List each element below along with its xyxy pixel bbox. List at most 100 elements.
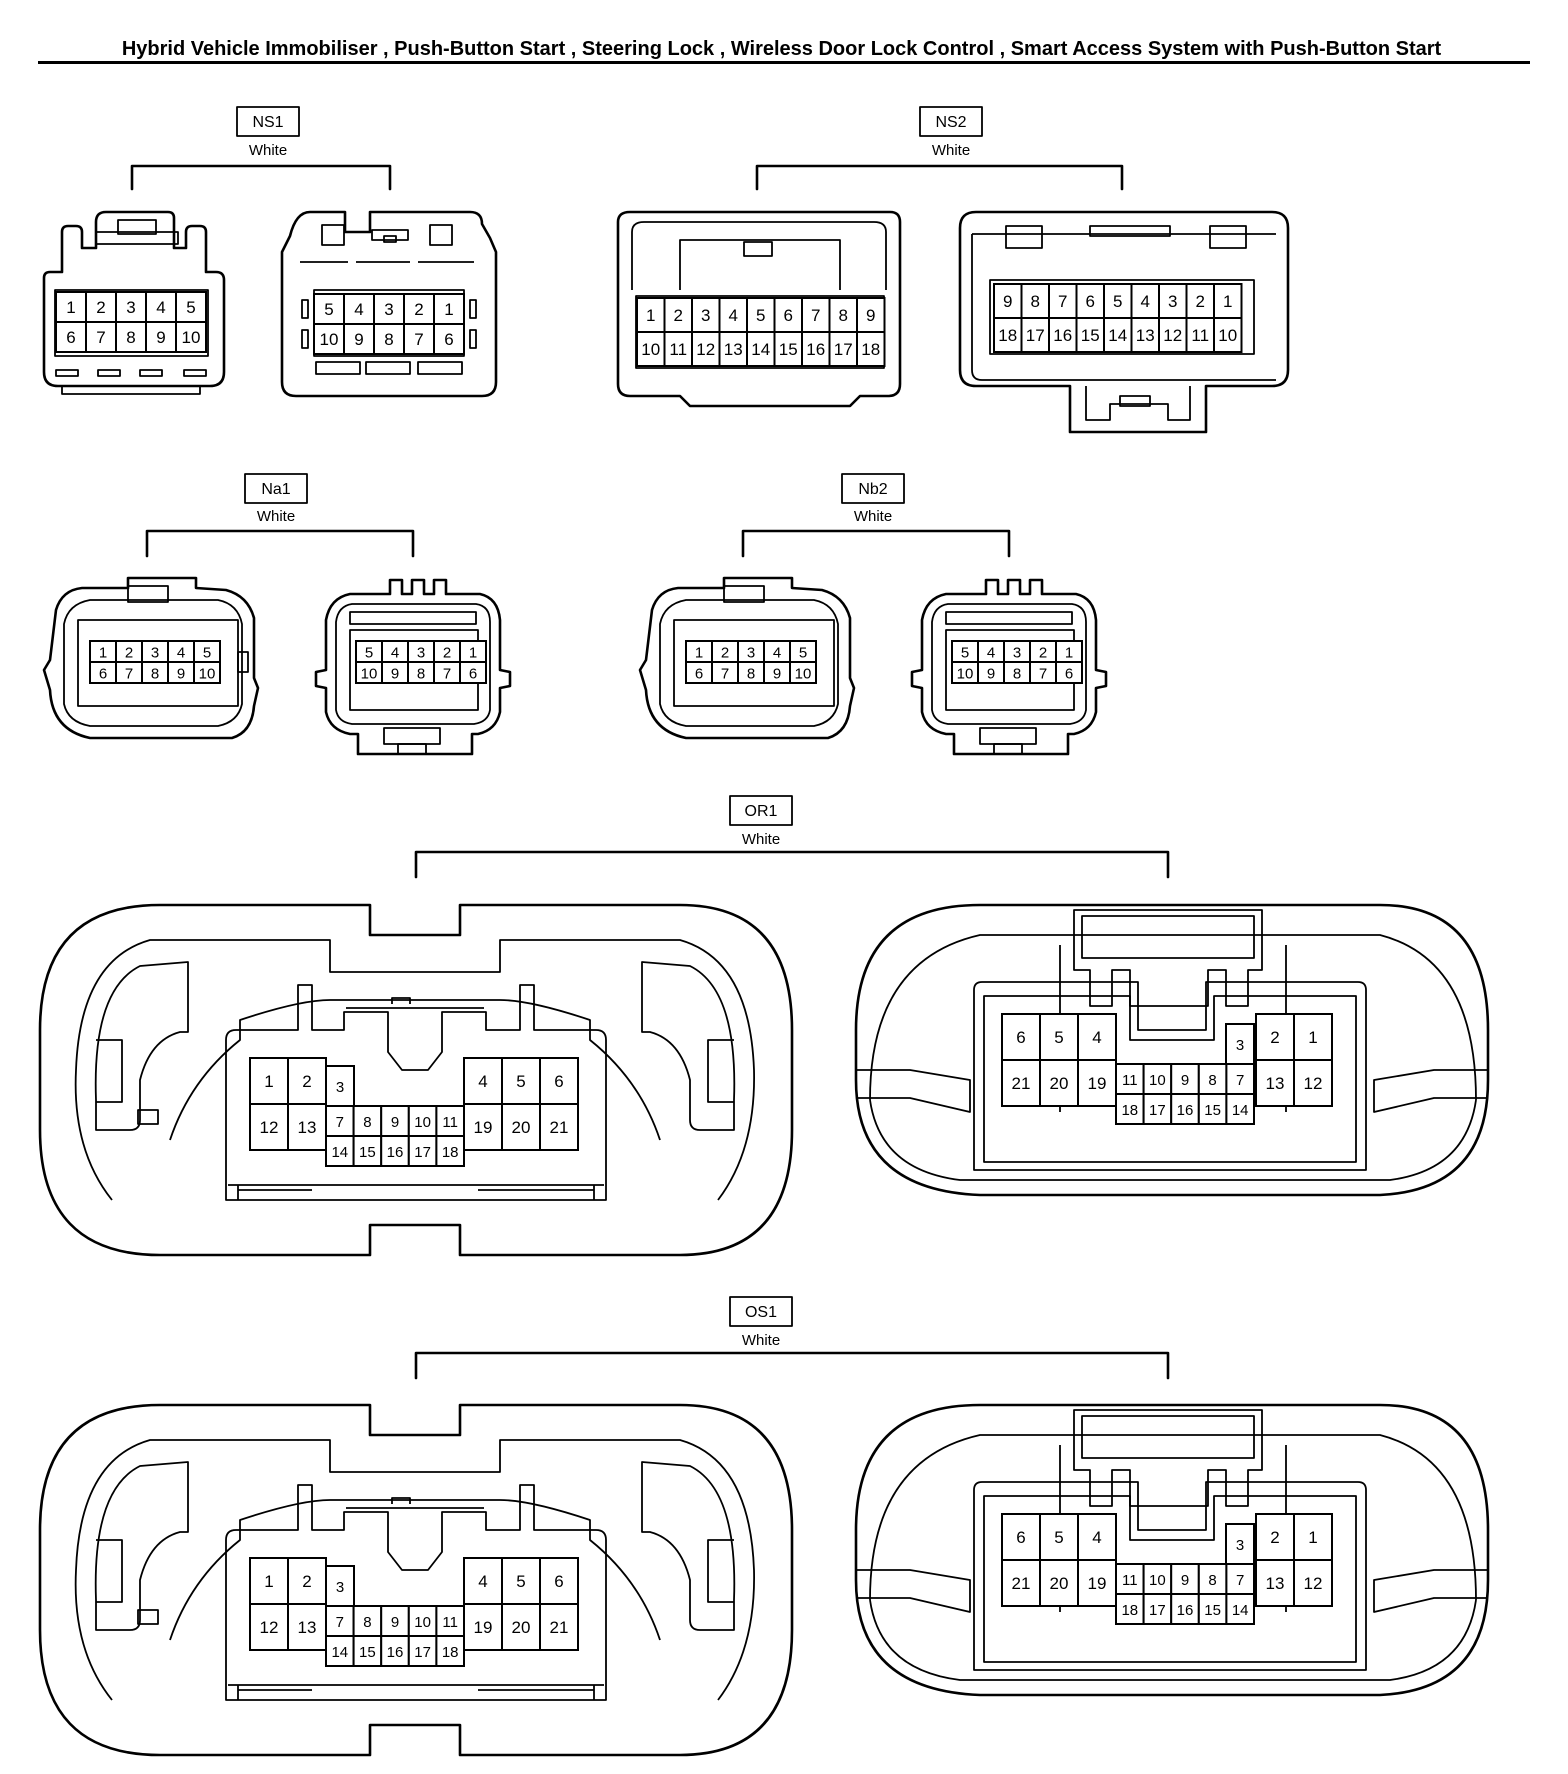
pin-box	[459, 661, 487, 684]
group-nb2: Nb2 White	[741, 473, 1011, 558]
pin-number: 2	[1270, 1528, 1279, 1547]
pin-cell: 11	[435, 1105, 465, 1137]
pin-number: 3	[1013, 645, 1021, 662]
pin-cell: 11	[1115, 1563, 1145, 1595]
housing-detail	[1073, 909, 1263, 1007]
pin-cell: 14	[325, 1135, 355, 1167]
pin-number: 3	[747, 645, 755, 662]
pin-cell: 13	[718, 331, 748, 367]
housing-outline	[38, 903, 794, 1257]
pin-cell: 19	[463, 1103, 503, 1151]
pin-number: 7	[414, 330, 423, 349]
group-or1: OR1 White	[414, 795, 1170, 879]
pin-number: 3	[701, 306, 710, 325]
pin-box	[1225, 1063, 1256, 1095]
pin-cell: 8	[1003, 661, 1031, 684]
pin-number: 11	[442, 1614, 458, 1631]
pin-box	[1293, 1059, 1333, 1107]
pin-number: 10	[1149, 1572, 1166, 1589]
pin-cell: 6	[1055, 661, 1083, 684]
pin-cell: 19	[1077, 1059, 1117, 1107]
pin-cell: 15	[1075, 317, 1105, 353]
pin-cell: 4	[763, 640, 791, 663]
pin-cell: 18	[856, 331, 886, 367]
pin-number: 7	[811, 306, 820, 325]
pin-box	[663, 297, 693, 333]
pin-cell: 13	[287, 1103, 327, 1151]
pin-cell: 5	[193, 640, 221, 663]
pin-cell: 5	[313, 293, 345, 325]
pin-box	[325, 1565, 355, 1607]
pin-number: 3	[336, 1579, 344, 1596]
title-underline	[38, 61, 1530, 64]
housing-outline	[854, 903, 1490, 1197]
pin-cell: 5	[1103, 283, 1133, 319]
pin-number: 15	[1204, 1102, 1221, 1119]
housing-detail	[169, 1499, 661, 1641]
page-title: Hybrid Vehicle Immobiliser , Push-Button…	[121, 38, 1442, 60]
pin-cell: 6	[773, 297, 803, 333]
pin-number: 19	[474, 1618, 493, 1637]
pin-number: 10	[414, 1114, 431, 1131]
pin-box	[856, 331, 886, 367]
pin-number: 19	[474, 1118, 493, 1137]
pin-cell: 2	[711, 640, 739, 663]
pin-box	[1197, 1093, 1228, 1125]
housing-detail	[225, 984, 607, 1201]
pin-number: 16	[1177, 1602, 1194, 1619]
pin-cell: 13	[1130, 317, 1160, 353]
pin-box	[249, 1103, 289, 1151]
pin-number: 6	[1016, 1528, 1025, 1547]
pin-cell: 12	[691, 331, 721, 367]
connector-color-or1: White	[742, 831, 780, 848]
pin-number: 4	[729, 306, 738, 325]
pin-cell: 16	[801, 331, 831, 367]
pin-number: 15	[1204, 1602, 1221, 1619]
pin-box	[1115, 1093, 1145, 1125]
pin-cell: 5	[501, 1557, 541, 1605]
pin-cell: 18	[435, 1135, 465, 1167]
pin-cell: 4	[463, 1557, 503, 1605]
pin-number: 20	[1050, 1574, 1069, 1593]
connector-id-ns1: NS1	[252, 114, 283, 131]
pin-number: 10	[795, 666, 812, 683]
pin-cell: 9	[1170, 1563, 1200, 1595]
pin-box	[175, 321, 207, 353]
pin-cell: 2	[663, 297, 693, 333]
pin-box	[403, 323, 435, 355]
pin-cell: 10	[193, 661, 221, 684]
pin-box	[1255, 1559, 1295, 1607]
pin-box	[1077, 1059, 1117, 1107]
pin-number: 11	[442, 1114, 458, 1131]
pin-box	[1077, 1513, 1117, 1561]
pin-cell: 5	[951, 640, 979, 663]
pin-number: 7	[125, 666, 133, 683]
pin-cell: 13	[1255, 1059, 1295, 1107]
bracket	[145, 529, 415, 558]
pin-cell: 9	[380, 1105, 410, 1137]
pin-cell: 9	[1170, 1063, 1200, 1095]
pin-cell: 1	[1293, 1013, 1333, 1061]
pin-cell: 7	[1225, 1063, 1256, 1095]
connector-id-os1: OS1	[745, 1304, 777, 1321]
pin-number: 13	[298, 1618, 317, 1637]
pin-number: 7	[336, 1114, 344, 1131]
bracket	[414, 850, 1170, 879]
housing-detail	[973, 981, 1367, 1171]
pin-number: 10	[414, 1614, 431, 1631]
pin-number: 9	[866, 306, 875, 325]
pin-number: 8	[747, 666, 755, 683]
pin-number: 5	[1054, 1528, 1063, 1547]
pin-cell: 14	[1225, 1593, 1256, 1625]
housing-detail	[973, 1481, 1367, 1671]
pin-cell: 2	[1255, 1013, 1295, 1061]
pin-cell: 3	[1003, 640, 1031, 663]
pin-cell: 4	[1077, 1513, 1117, 1561]
pin-cell: 2	[287, 1557, 327, 1605]
pin-number: 1	[1065, 645, 1073, 662]
pin-cell: 4	[463, 1057, 503, 1105]
connector-tag-box	[841, 473, 905, 504]
pin-number: 2	[96, 298, 105, 317]
